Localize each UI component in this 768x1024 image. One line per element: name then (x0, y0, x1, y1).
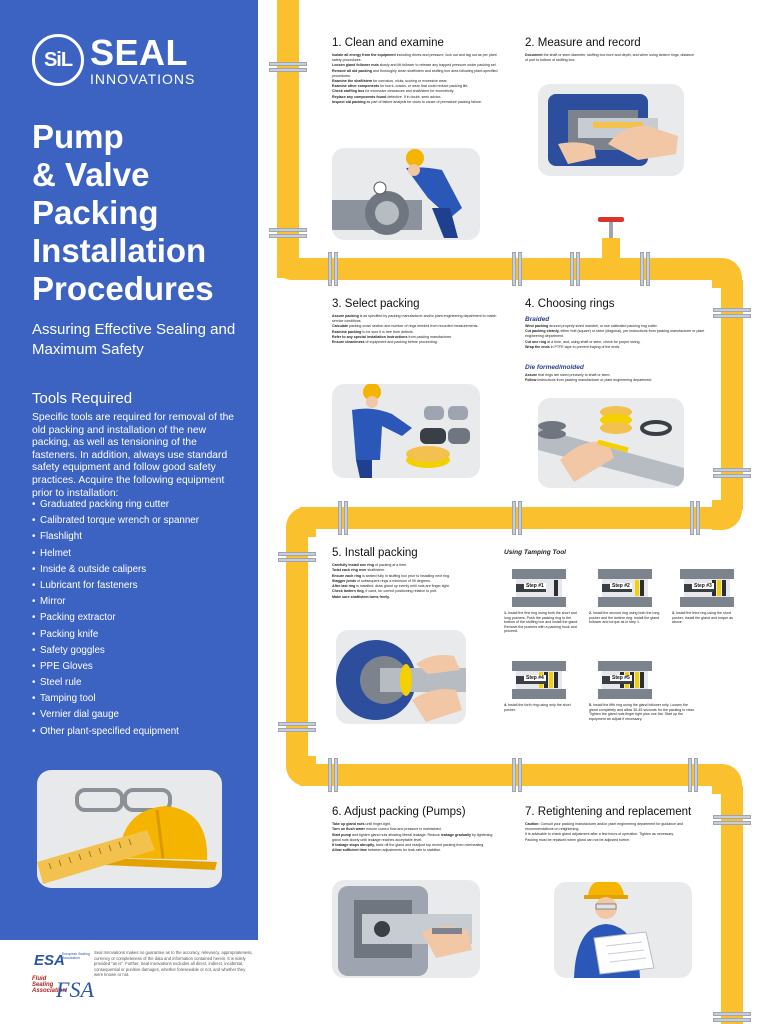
step-2-body: Document the shaft or stem diameter, stu… (525, 53, 694, 62)
step-4-illustration (538, 398, 684, 488)
tamping-title: Using Tamping Tool (504, 549, 566, 556)
step-4-body-2: Assure that rings are sized precisely to… (525, 373, 653, 383)
step-7-illustration (554, 882, 692, 978)
page-title: Pump & Valve Packing Installation Proced… (32, 118, 252, 308)
title-line: Pump (32, 118, 124, 155)
tool-item: Mirror (32, 594, 199, 610)
tamping-step-label: Step #4 (524, 675, 546, 681)
tool-item: Packing extractor (32, 610, 199, 626)
goggles-icon (75, 788, 172, 812)
title-line: & Valve (32, 156, 150, 193)
tool-item: Steel rule (32, 675, 199, 691)
brand-mark: SiL (32, 34, 84, 86)
step-1-body: Isolate all energy from the equipment in… (332, 53, 498, 105)
footer: ESA European Sealing Association Fluid S… (0, 940, 258, 1024)
step-6-body: Take up gland nuts until finger-tight. T… (332, 822, 493, 853)
step-4-body: Wind packing around properly sized mandr… (525, 324, 705, 349)
tamping-step-1: Step #1 (510, 565, 568, 611)
tool-item: Inside & outside calipers (32, 562, 199, 578)
tool-item: Other plant-specified equipment (32, 724, 199, 740)
tool-item: Graduated packing ring cutter (32, 497, 199, 513)
step-1-illustration (332, 148, 480, 240)
step-2-title: 2. Measure and record (525, 37, 641, 49)
tool-item: Helmet (32, 546, 199, 562)
tamping-step-label: Step #5 (610, 675, 632, 681)
brand-sub: INNOVATIONS (90, 70, 196, 87)
step-3-title: 3. Select packing (332, 298, 420, 310)
tool-item: Flashlight (32, 529, 199, 545)
title-line: Procedures (32, 270, 214, 307)
step-2-illustration (538, 84, 684, 176)
step-6-illustration (332, 880, 480, 978)
tool-item: Calibrated torque wrench or spanner (32, 513, 199, 529)
fsa-logo: FSA (56, 977, 94, 1002)
tools-intro: Specific tools are required for removal … (32, 412, 235, 499)
esa-subtitle: European Sealing Association (62, 952, 90, 960)
brand-name: SEAL (90, 31, 189, 73)
tool-item: Safety goggles (32, 643, 199, 659)
fsa-subtitle: Fluid Sealing Association (32, 976, 67, 994)
tamping-caption-1: 1. Install the first ring using both the… (504, 611, 579, 634)
tool-item: Lubricant for fasteners (32, 578, 199, 594)
ruler-icon (37, 830, 155, 884)
step-7-body: Caution: Consult your packing manufactur… (525, 822, 684, 842)
esa-logo: ESA (34, 952, 65, 969)
tamping-step-2: Step #2 (596, 565, 654, 611)
tools-list: Graduated packing ring cutter Calibrated… (32, 497, 199, 740)
step-4-title: 4. Choosing rings (525, 298, 615, 310)
tamping-step-4: Step #4 (510, 657, 568, 703)
safety-gear-illustration (37, 770, 222, 888)
sidebar: SiL SEAL INNOVATIONS Pump & Valve Packin… (0, 0, 258, 940)
tamping-step-5: Step #5 (596, 657, 654, 703)
tamping-step-label: Step #3 (692, 583, 714, 589)
subtitle: Assuring Effective Sealing and Maximum S… (32, 321, 236, 358)
tool-item: Vernier dial gauge (32, 707, 199, 723)
tamping-caption-2: 2. Install the second ring using both th… (589, 611, 660, 625)
step-4-subhead-die: Die formed/molded (525, 364, 584, 371)
tamping-caption-3: 3. Install the third ring using the shor… (672, 611, 733, 625)
step-4-subhead-braided: Braided (525, 316, 550, 323)
tamping-step-label: Step #2 (610, 583, 632, 589)
title-line: Installation (32, 232, 207, 269)
tool-item: PPE Gloves (32, 659, 199, 675)
tamping-step-3: Step #3 (678, 565, 736, 611)
step-7-title: 7. Retightening and replacement (525, 806, 692, 818)
step-5-illustration (336, 630, 466, 724)
tamping-caption-5: 5. Install the fifth ring using the glan… (589, 703, 696, 721)
step-5-body: Carefully install one ring of packing at… (332, 563, 450, 599)
disclaimer: Seal Innovations makes no guarantee as t… (94, 950, 253, 978)
tool-item: Packing knife (32, 627, 199, 643)
step-5-title: 5. Install packing (332, 547, 418, 559)
title-line: Packing (32, 194, 159, 231)
tamping-caption-4: 4. Install the forth ring using only the… (504, 703, 571, 712)
valve-icon (594, 214, 628, 267)
brand-logo: SiL SEAL INNOVATIONS (32, 34, 195, 86)
tool-item: Tamping tool (32, 691, 199, 707)
step-1-title: 1. Clean and examine (332, 37, 444, 49)
step-3-body: Assure packing is as specified by packin… (332, 314, 497, 345)
step-6-title: 6. Adjust packing (Pumps) (332, 806, 466, 818)
step-3-illustration (332, 384, 480, 478)
tools-heading: Tools Required (32, 390, 133, 407)
tamping-step-label: Step #1 (524, 583, 546, 589)
